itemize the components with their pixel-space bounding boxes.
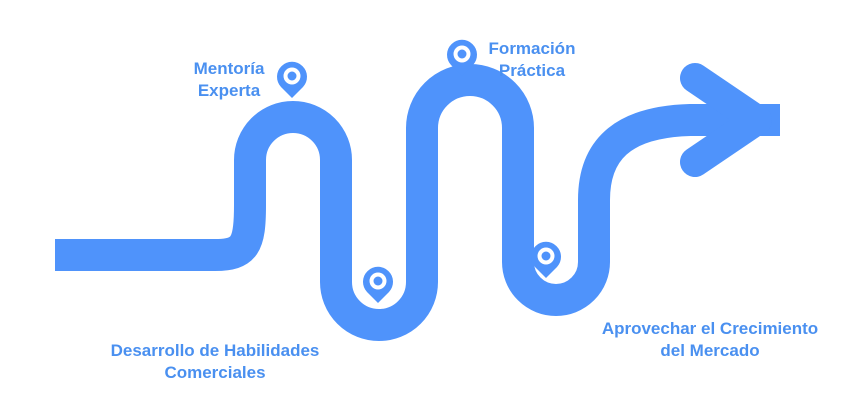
- milestone-label-line: del Mercado: [660, 341, 760, 360]
- location-pin-icon: [363, 266, 393, 303]
- milestone-label-line: Mentoría: [193, 59, 265, 78]
- arrow-head: [680, 63, 772, 177]
- location-pin-icon: [447, 39, 477, 76]
- milestone-label-line: Experta: [197, 81, 261, 100]
- milestone-label-crecimiento: Aprovechar el Crecimiento del Mercado: [574, 318, 846, 362]
- milestone-label-desarrollo: Desarrollo de Habilidades Comerciales: [80, 340, 350, 384]
- location-pin-icon: [531, 241, 561, 278]
- milestone-label-line: Formación: [488, 39, 576, 58]
- milestone-label-line: Desarrollo de Habilidades: [110, 341, 320, 360]
- milestone-label-mentoria: Mentoría Experta: [176, 58, 282, 102]
- milestone-label-line: Comerciales: [164, 363, 266, 382]
- milestone-label-line: Práctica: [498, 61, 566, 80]
- location-pin-icon: [277, 61, 307, 98]
- milestone-label-formacion: Formación Práctica: [470, 38, 594, 82]
- winding-road: [55, 64, 780, 341]
- milestone-label-line: Aprovechar el Crecimiento: [601, 319, 819, 338]
